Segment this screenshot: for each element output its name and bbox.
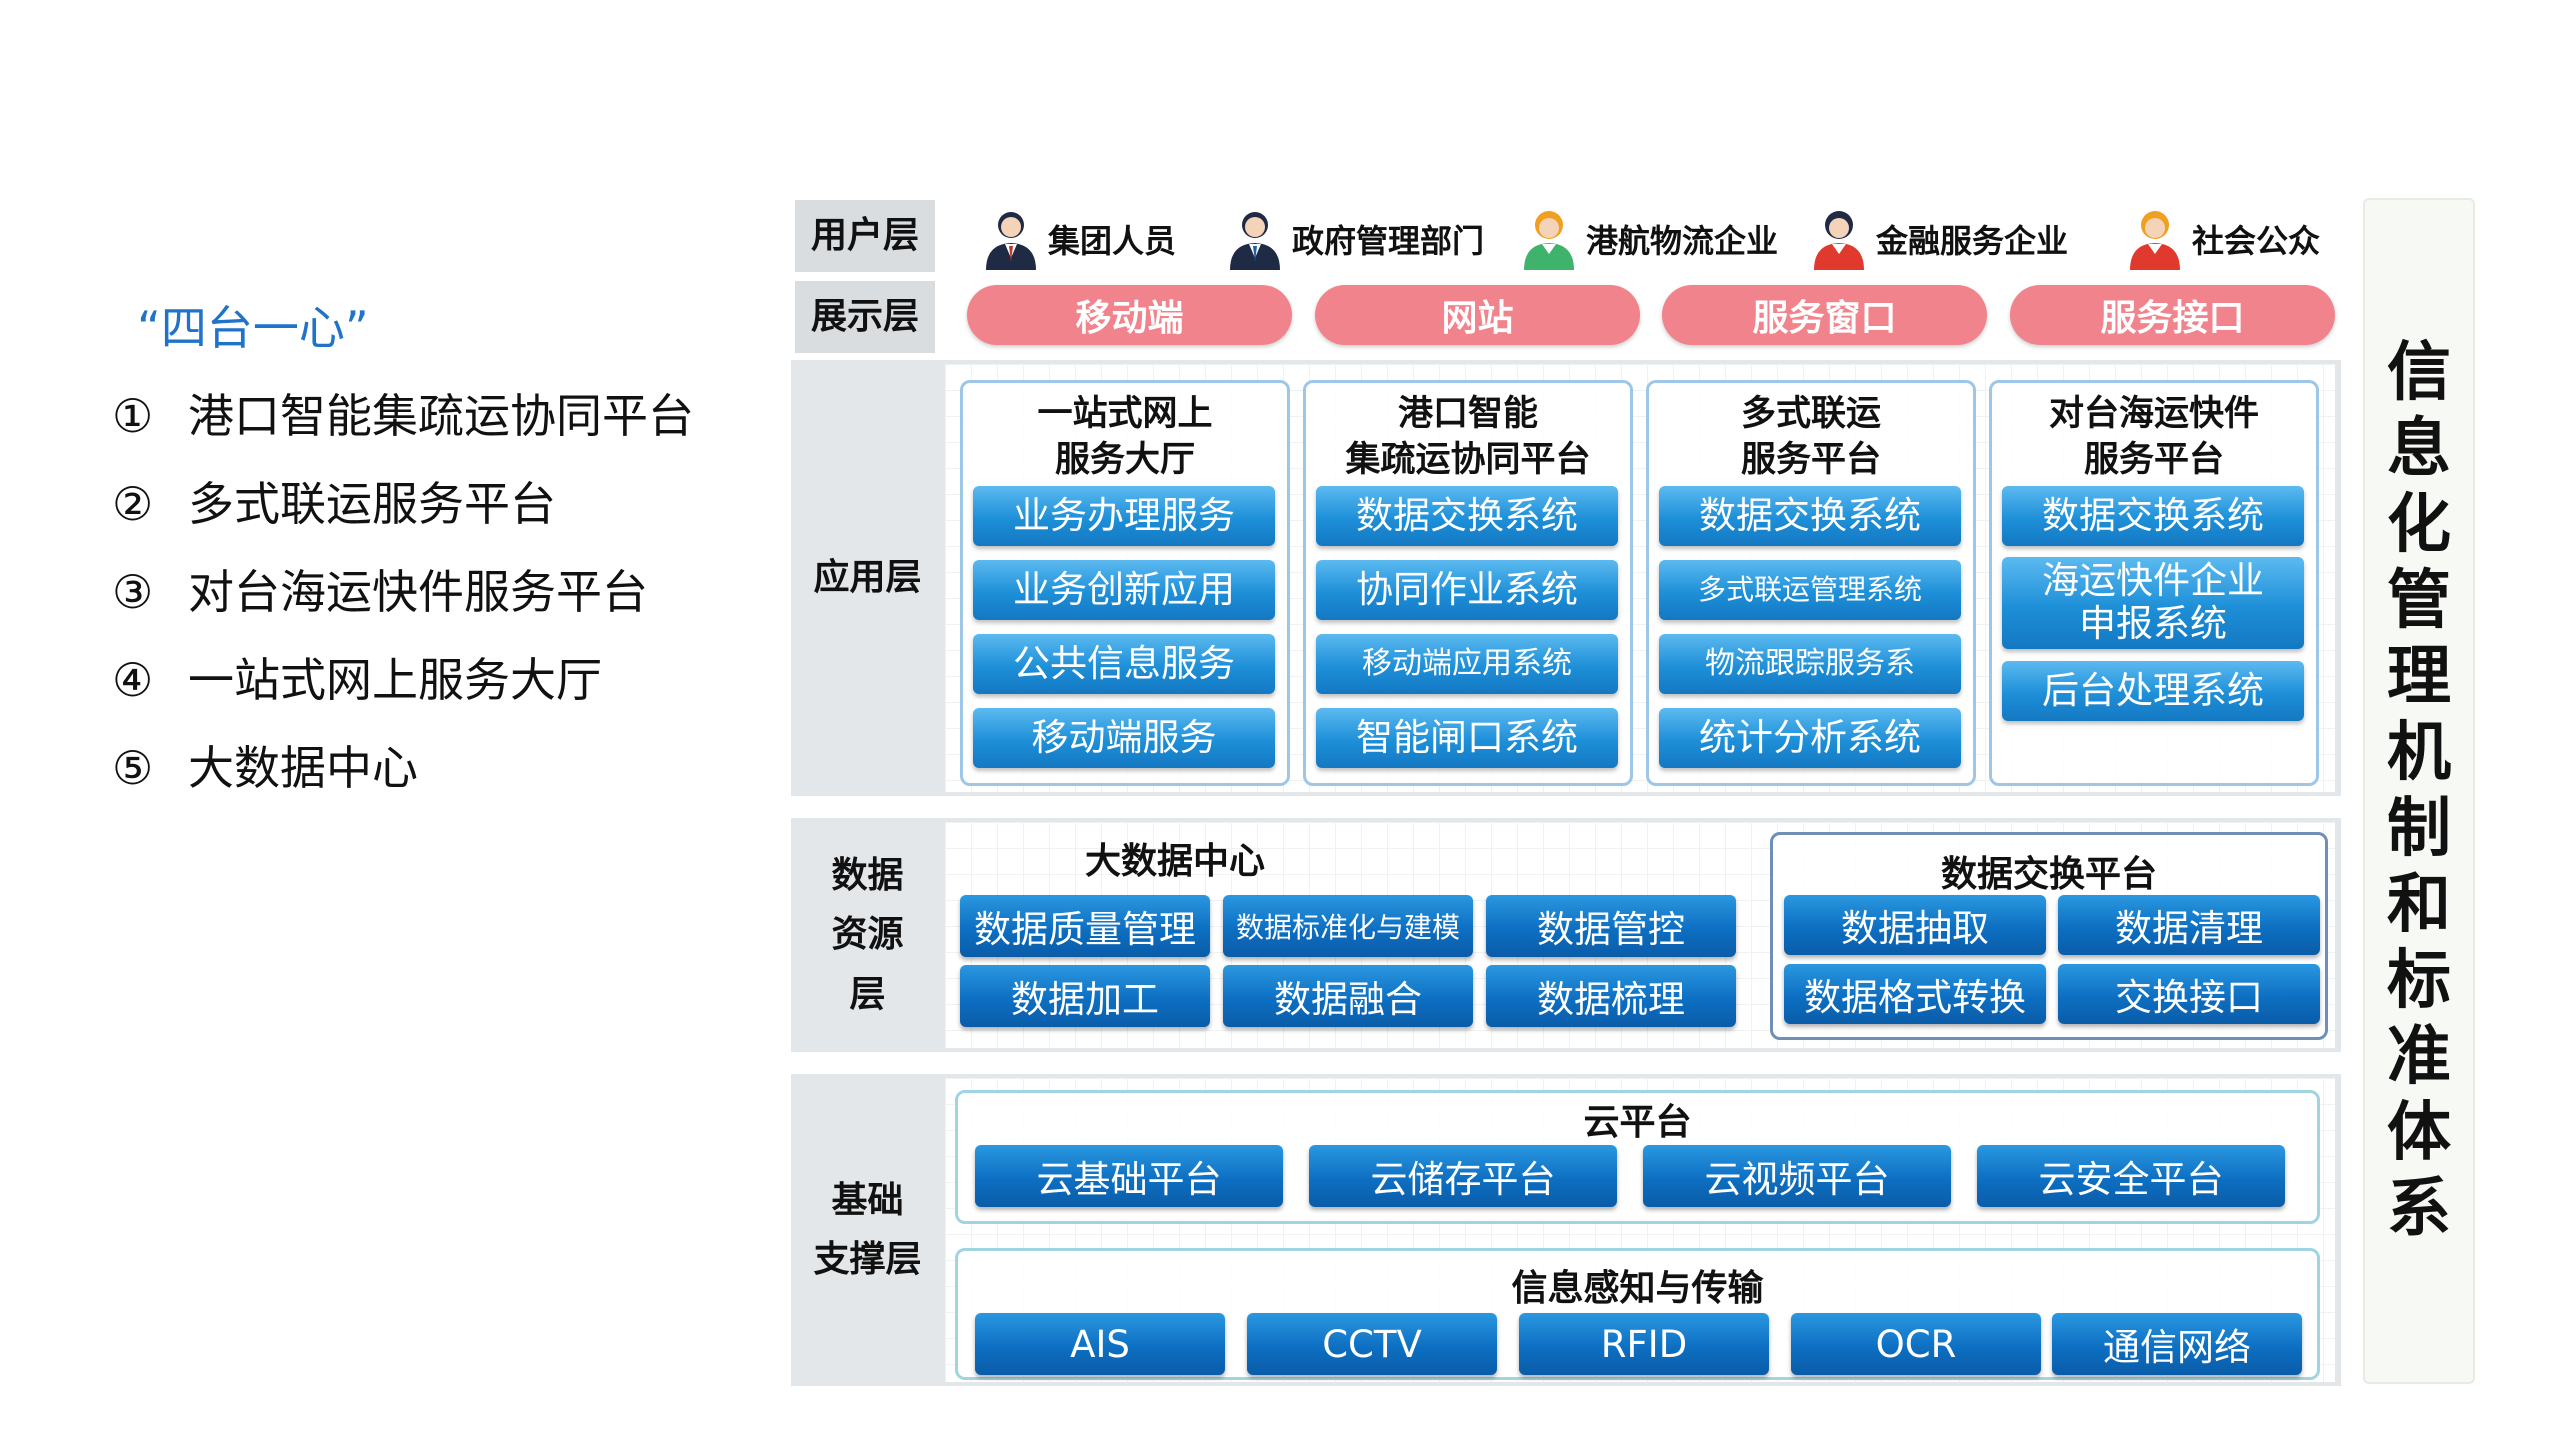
app-item: 数据交换系统 xyxy=(1316,486,1618,546)
person-icon xyxy=(2130,211,2180,270)
user-group-staff: 集团人员 xyxy=(982,194,1176,284)
app-item: 数据交换系统 xyxy=(2002,486,2304,546)
user-group-logistics: 港航物流企业 xyxy=(1520,194,1778,284)
app-item: 公共信息服务 xyxy=(973,634,1275,694)
data-item: 数据加工 xyxy=(960,965,1210,1027)
cloud-item: 云基础平台 xyxy=(975,1145,1283,1207)
display-mobile: 移动端 xyxy=(967,285,1292,345)
user-label: 金融服务企业 xyxy=(1876,222,2069,260)
exchange-item: 数据格式转换 xyxy=(1784,964,2046,1024)
big-data-title: 大数据中心 xyxy=(1084,841,1265,882)
left-title: “四台一心” xyxy=(137,301,369,355)
card-title: 一站式网上 服务大厅 xyxy=(1037,394,1213,480)
cloud-title: 云平台 xyxy=(1583,1102,1692,1143)
data-item: 数据梳理 xyxy=(1486,965,1736,1027)
infra-layer-label: 基础 支撑层 xyxy=(795,1078,940,1382)
standards-banner: 信 息 化 管 理 机 制 和 标 准 体 系 xyxy=(2363,198,2475,1384)
user-layer-label: 用户层 xyxy=(795,200,935,272)
display-service-interface: 服务接口 xyxy=(2010,285,2335,345)
sensing-title: 信息感知与传输 xyxy=(1511,1268,1764,1309)
app-item: 统计分析系统 xyxy=(1659,708,1961,768)
cloud-item: 云视频平台 xyxy=(1643,1145,1951,1207)
sensing-item: AIS xyxy=(975,1313,1225,1375)
user-group-finance: 金融服务企业 xyxy=(1810,194,2068,284)
person-icon xyxy=(1524,211,1574,270)
card-title: 港口智能 集疏运协同平台 xyxy=(1345,394,1591,480)
application-layer-label: 应用层 xyxy=(795,364,940,792)
exchange-title: 数据交换平台 xyxy=(1940,854,2157,895)
app-item: 后台处理系统 xyxy=(2002,661,2304,721)
suit-person-icon xyxy=(986,212,1036,270)
user-label: 集团人员 xyxy=(1048,222,1177,260)
standards-title: 信 息 化 管 理 机 制 和 标 准 体 系 xyxy=(2387,336,2451,1246)
display-website: 网站 xyxy=(1315,285,1640,345)
exchange-item: 交换接口 xyxy=(2058,964,2320,1024)
data-item: 数据管控 xyxy=(1486,895,1736,957)
sensing-item: 通信网络 xyxy=(2052,1313,2302,1375)
display-layer-label: 展示层 xyxy=(795,281,935,353)
cloud-item: 云安全平台 xyxy=(1977,1145,2285,1207)
user-label: 政府管理部门 xyxy=(1292,222,1485,260)
sensing-item: RFID xyxy=(1519,1313,1769,1375)
sensing-item: CCTV xyxy=(1247,1313,1497,1375)
exchange-item: 数据抽取 xyxy=(1784,895,2046,955)
user-label: 社会公众 xyxy=(2192,222,2321,260)
data-layer-label: 数据 资源 层 xyxy=(795,822,940,1048)
person-icon xyxy=(1814,211,1864,270)
card-title: 多式联运 服务平台 xyxy=(1740,394,1881,480)
app-item: 物流跟踪服务系 xyxy=(1659,634,1961,694)
app-item: 智能闸口系统 xyxy=(1316,708,1618,768)
app-item: 多式联运管理系统 xyxy=(1659,560,1961,620)
suit-person-icon xyxy=(1230,212,1280,270)
sensing-item: OCR xyxy=(1791,1313,2041,1375)
card-title: 对台海运快件 服务平台 xyxy=(2048,394,2259,480)
data-item: 数据融合 xyxy=(1223,965,1473,1027)
cloud-item: 云储存平台 xyxy=(1309,1145,1617,1207)
user-group-public: 社会公众 xyxy=(2126,194,2320,284)
user-label: 港航物流企业 xyxy=(1586,222,1779,260)
user-group-government: 政府管理部门 xyxy=(1226,194,1484,284)
data-item: 数据标准化与建模 xyxy=(1223,895,1473,957)
app-item: 移动端应用系统 xyxy=(1316,634,1618,694)
app-item: 协同作业系统 xyxy=(1316,560,1618,620)
app-item: 业务办理服务 xyxy=(973,486,1275,546)
app-item: 业务创新应用 xyxy=(973,560,1275,620)
exchange-item: 数据清理 xyxy=(2058,895,2320,955)
display-service-window: 服务窗口 xyxy=(1662,285,1987,345)
data-item: 数据质量管理 xyxy=(960,895,1210,957)
app-item: 移动端服务 xyxy=(973,708,1275,768)
app-item: 数据交换系统 xyxy=(1659,486,1961,546)
app-item: 海运快件企业 申报系统 xyxy=(2002,557,2304,649)
